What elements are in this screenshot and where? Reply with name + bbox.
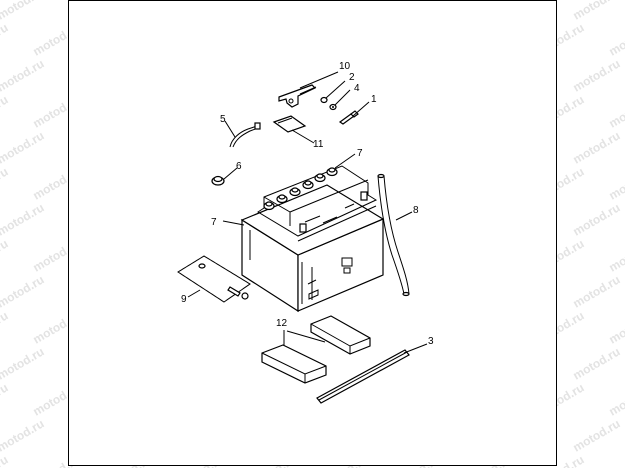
terminal-hardware: [177, 255, 251, 303]
label-6: 6: [236, 161, 242, 172]
label-3: 3: [428, 336, 434, 347]
callout-labels: 10 2 4 1 5 6 11 7 7 8 9 12 3: [181, 61, 434, 347]
hold-down-bracket: [278, 84, 317, 108]
battery-body: [240, 165, 385, 313]
vent-tube: [229, 122, 261, 148]
label-12: 12: [276, 318, 288, 329]
label-7-top: 7: [357, 148, 363, 159]
pad: [272, 115, 307, 133]
cap: [211, 175, 225, 186]
label-8: 8: [413, 205, 419, 216]
label-1: 1: [371, 94, 377, 105]
label-9: 9: [181, 294, 187, 305]
label-2: 2: [349, 72, 355, 83]
cell-caps: [263, 167, 338, 211]
rubber-pads: [261, 315, 371, 384]
label-7-side: 7: [211, 217, 217, 228]
washer-and-nut: [320, 96, 337, 111]
label-10: 10: [339, 61, 351, 72]
breather-hose: [377, 173, 410, 297]
bolt: [338, 110, 359, 125]
label-4: 4: [354, 83, 360, 94]
label-11: 11: [313, 139, 324, 150]
label-5: 5: [220, 114, 226, 125]
leader-lines: [187, 71, 428, 354]
strap: [316, 349, 410, 404]
